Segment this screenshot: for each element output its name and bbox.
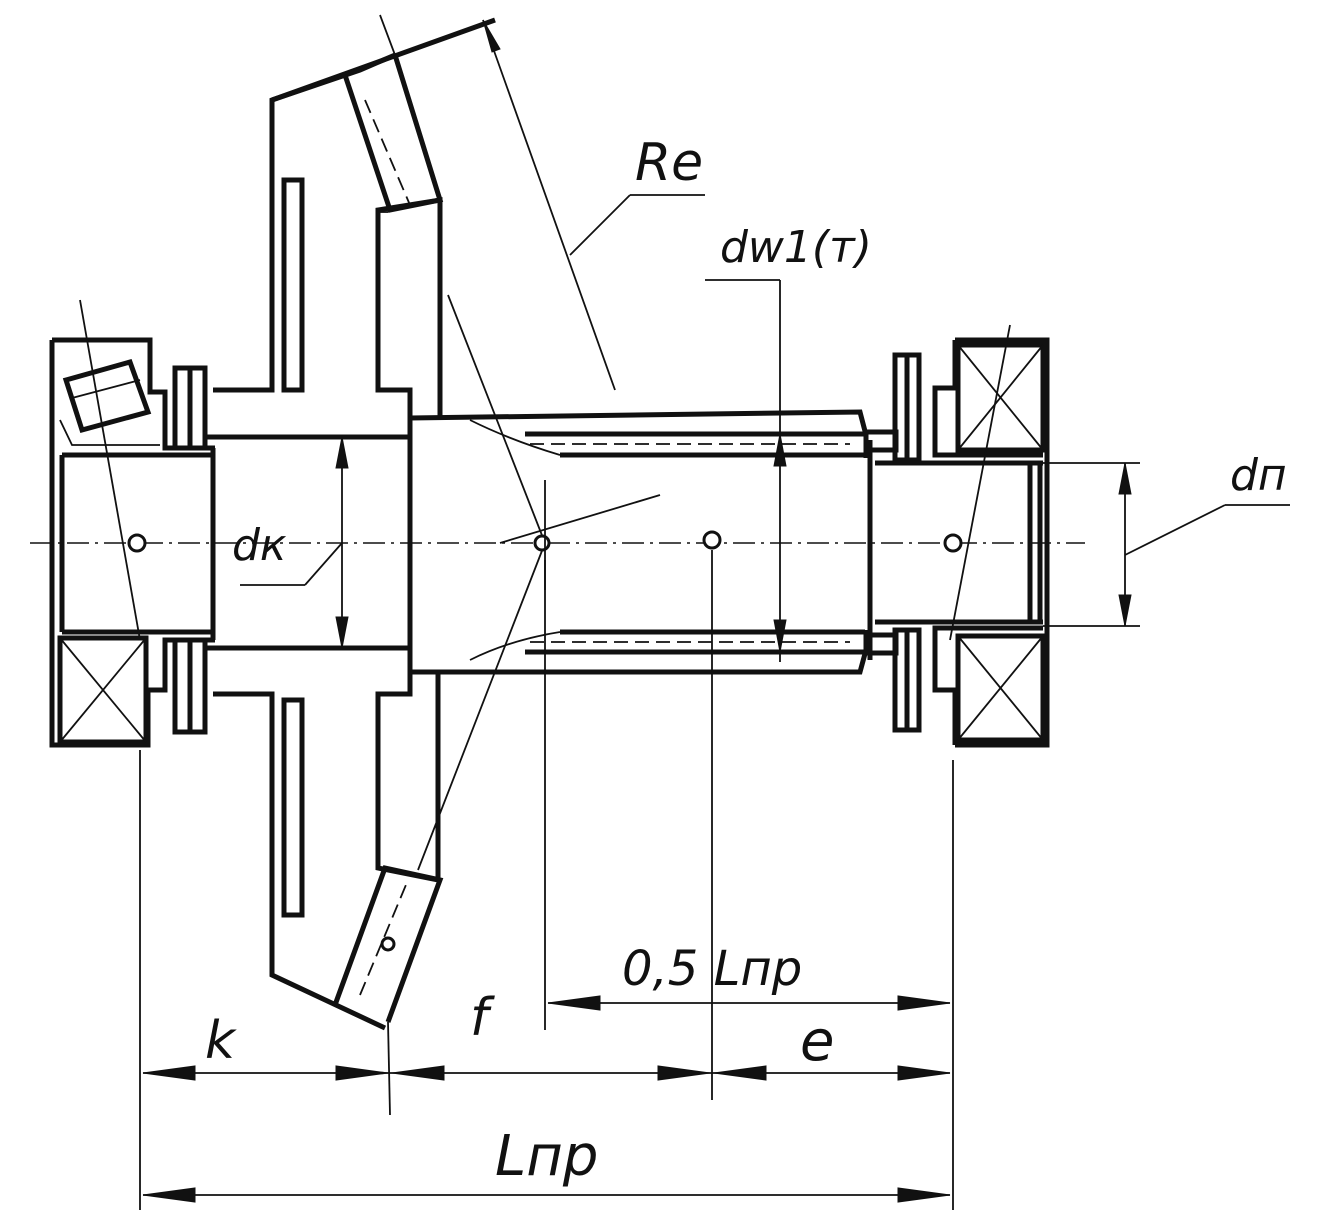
label-dw1: dw1(т) bbox=[720, 222, 872, 273]
right-spacer bbox=[892, 352, 922, 733]
dim-Re bbox=[482, 19, 705, 391]
span-midpoint bbox=[702, 530, 722, 550]
label-f: f bbox=[470, 988, 495, 1048]
dim-dp bbox=[1043, 462, 1290, 627]
right-bearing bbox=[875, 324, 1050, 748]
dim-k-f-e bbox=[142, 1065, 951, 1081]
bevel-gear bbox=[213, 14, 546, 1116]
dim-dk bbox=[240, 436, 349, 649]
left-bearing bbox=[49, 299, 215, 748]
gear-pitch-point bbox=[380, 936, 396, 952]
label-L: Lпр bbox=[495, 1124, 598, 1189]
left-bearing-center bbox=[127, 533, 147, 553]
label-Re: Re bbox=[635, 133, 703, 193]
dim-dw1 bbox=[705, 279, 787, 662]
shaft-left-section bbox=[205, 434, 410, 651]
cone-apex-point bbox=[533, 534, 551, 552]
label-k: k bbox=[205, 1011, 237, 1071]
dim-L bbox=[142, 1187, 951, 1203]
right-bearing-center bbox=[943, 533, 963, 553]
dim-half-L bbox=[547, 995, 951, 1011]
pinion-shaft bbox=[409, 409, 899, 675]
label-dp: dп bbox=[1230, 450, 1287, 501]
label-e: e bbox=[800, 1009, 834, 1074]
label-half-L: 0,5 Lпр bbox=[622, 941, 802, 997]
left-spacer bbox=[172, 365, 208, 735]
label-dk: dк bbox=[232, 520, 287, 571]
